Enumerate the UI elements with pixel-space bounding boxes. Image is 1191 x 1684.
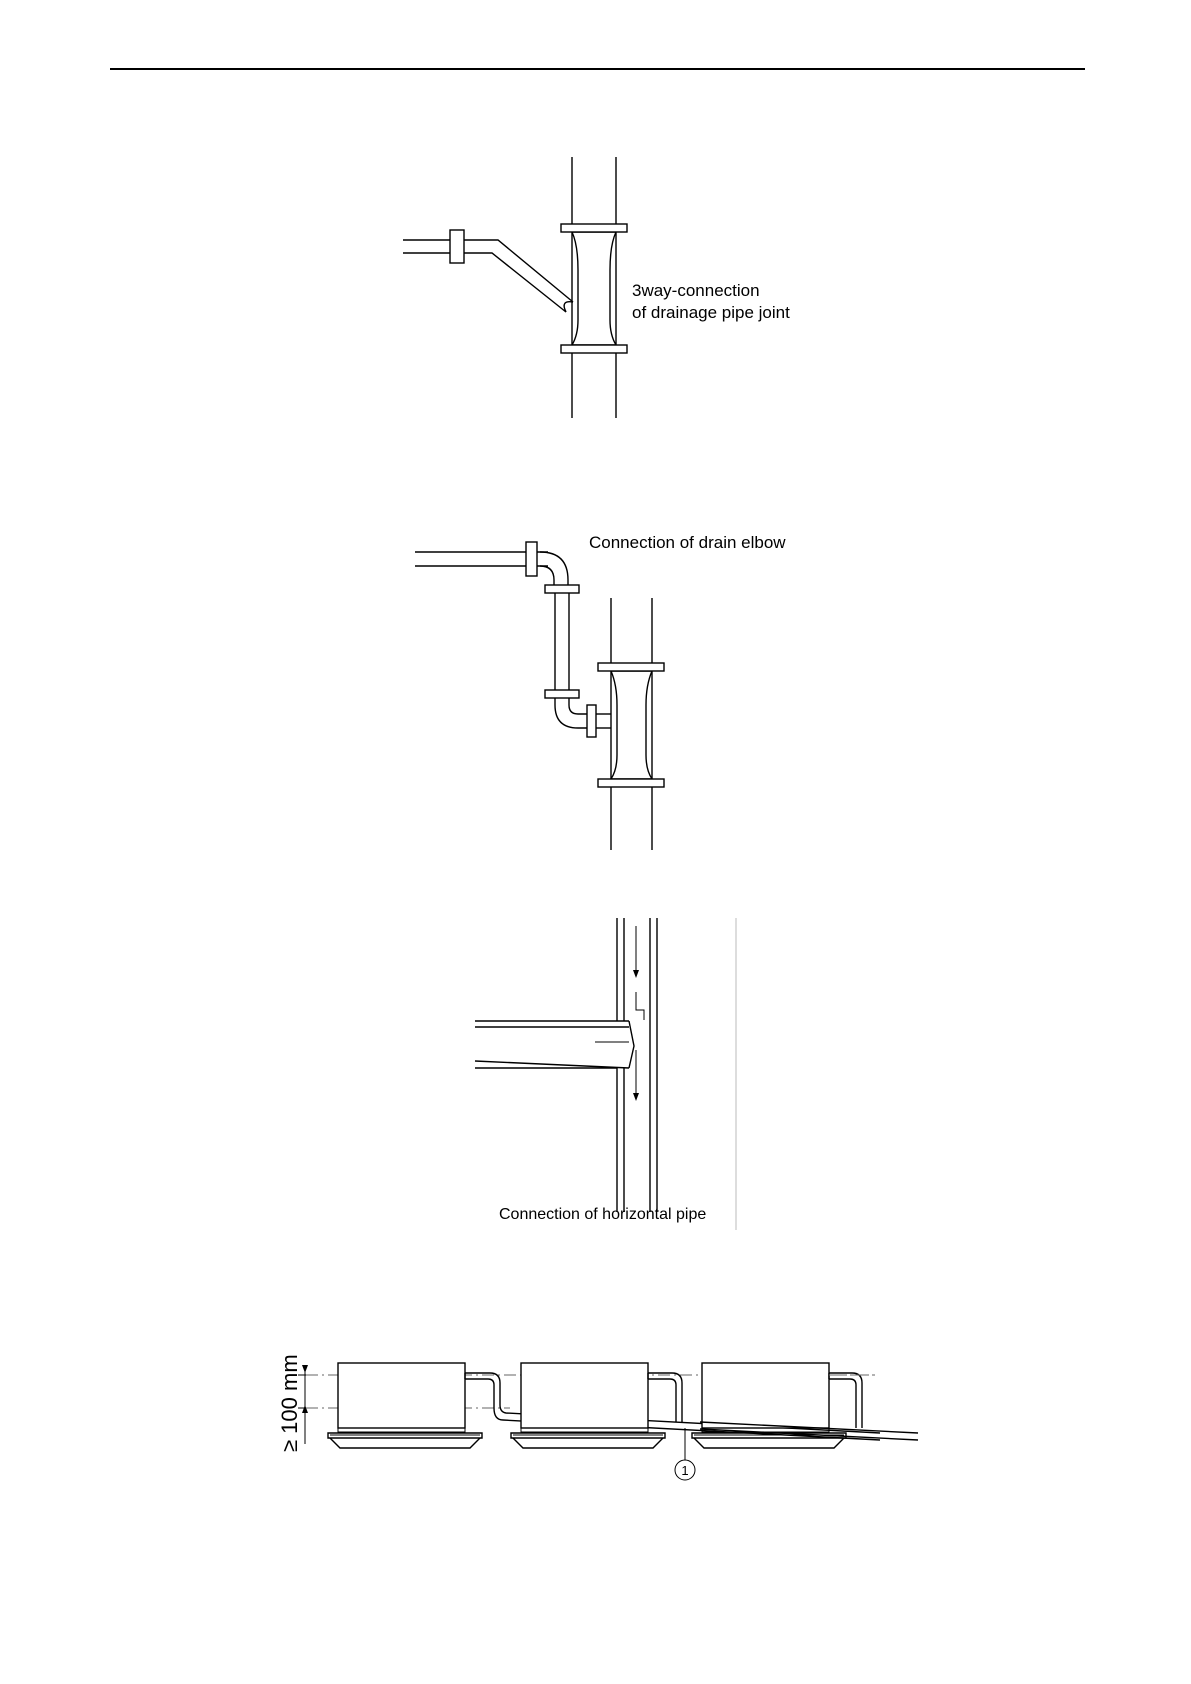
pipe-joint-body [572,232,616,345]
indoor-unit-3 [702,1363,829,1428]
figure-multi-unit-drain: ≥ 100 mm [277,1354,918,1480]
figure-horizontal-pipe: Connection of horizontal pipe [475,918,736,1230]
horizontal-pipe-label: Connection of horizontal pipe [499,1206,706,1223]
branch-joint [450,230,464,263]
drop-upper-joint [545,585,579,593]
indoor-unit-2 [521,1363,648,1428]
callout-number: 1 [681,1463,688,1478]
lower-flange [561,345,627,353]
upper-flange [561,224,627,232]
dimension-label: ≥ 100 mm [277,1354,302,1452]
main-pipe-joint-body [611,671,652,779]
drop-lower-joint [545,690,579,698]
drain-elbow-label: Connection of drain elbow [589,533,786,552]
main-lower-flange [598,779,664,787]
lower-elbow-joint [587,705,596,737]
indoor-unit-1 [338,1363,465,1428]
three-way-label-line1: 3way-connection [632,281,760,300]
figure-three-way-connection: 3way-connection of drainage pipe joint [403,157,790,418]
three-way-label-line2: of drainage pipe joint [632,303,790,322]
main-upper-flange [598,663,664,671]
upper-elbow-joint [526,542,537,576]
figure-drain-elbow: Connection of drain elbow [415,533,786,850]
